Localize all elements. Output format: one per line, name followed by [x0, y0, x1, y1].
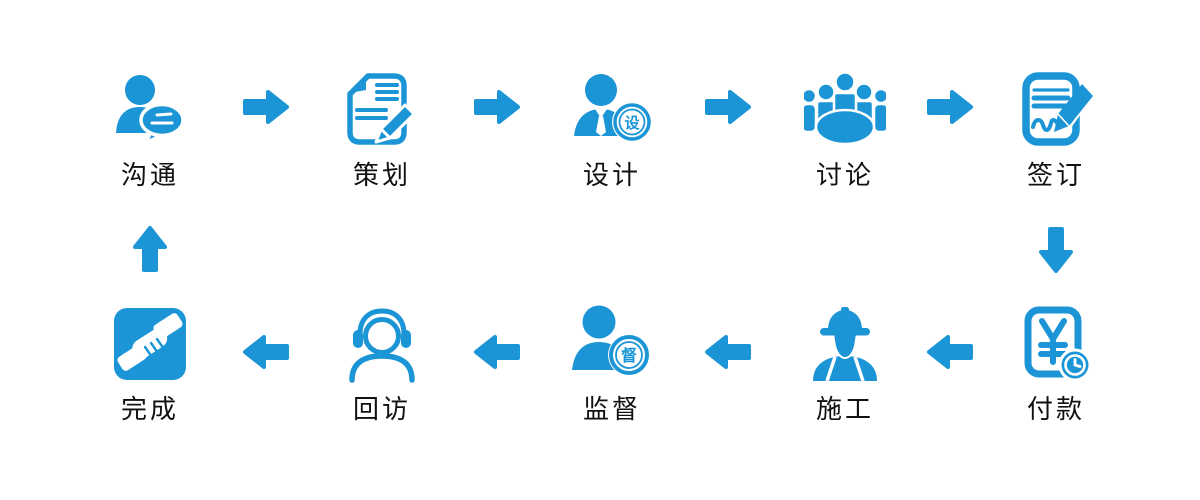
arrow-left-icon — [243, 334, 289, 370]
step-contract-sign: 签订 — [971, 64, 1141, 190]
arrow-right-icon — [705, 89, 751, 125]
step-label: 完成 — [120, 394, 179, 424]
step-label: 设计 — [582, 160, 641, 190]
step-payment: 付款 — [971, 298, 1141, 424]
arrow-right-icon — [243, 89, 289, 125]
step-supervision: 督 监督 — [527, 298, 697, 424]
arrow-right-icon — [927, 89, 973, 125]
step-label: 施工 — [815, 394, 874, 424]
follow-up-icon — [342, 298, 422, 390]
step-label: 监督 — [582, 394, 641, 424]
step-follow-up: 回访 — [297, 298, 467, 424]
arrow-left-icon — [927, 334, 973, 370]
step-construction: 施工 — [760, 298, 930, 424]
step-label: 回访 — [352, 394, 411, 424]
construction-icon — [805, 298, 885, 390]
discussion-icon — [804, 64, 886, 156]
arrow-right-icon — [474, 89, 520, 125]
step-design: 设 设计 — [527, 64, 697, 190]
step-completion: 完成 — [65, 298, 235, 424]
yen-symbol — [1038, 318, 1068, 365]
design-badge-char: 设 — [624, 115, 639, 132]
step-label: 付款 — [1026, 394, 1085, 424]
arrow-down-icon — [1038, 227, 1074, 273]
step-planning: 策划 — [297, 64, 467, 190]
completion-icon — [110, 298, 190, 390]
supervision-badge-char: 督 — [621, 346, 637, 365]
arrow-left-icon — [705, 334, 751, 370]
contract-sign-icon — [1016, 64, 1096, 156]
step-label: 沟通 — [120, 160, 179, 190]
planning-icon — [342, 64, 422, 156]
communication-icon — [110, 64, 190, 156]
step-label: 策划 — [352, 160, 411, 190]
design-icon: 设 — [571, 64, 653, 156]
payment-icon — [1016, 298, 1096, 390]
supervision-icon: 督 — [571, 298, 653, 390]
arrow-left-icon — [474, 334, 520, 370]
step-communication: 沟通 — [65, 64, 235, 190]
arrow-up-icon — [132, 226, 168, 272]
step-label: 讨论 — [815, 160, 874, 190]
step-discussion: 讨论 — [760, 64, 930, 190]
step-label: 签订 — [1026, 160, 1085, 190]
